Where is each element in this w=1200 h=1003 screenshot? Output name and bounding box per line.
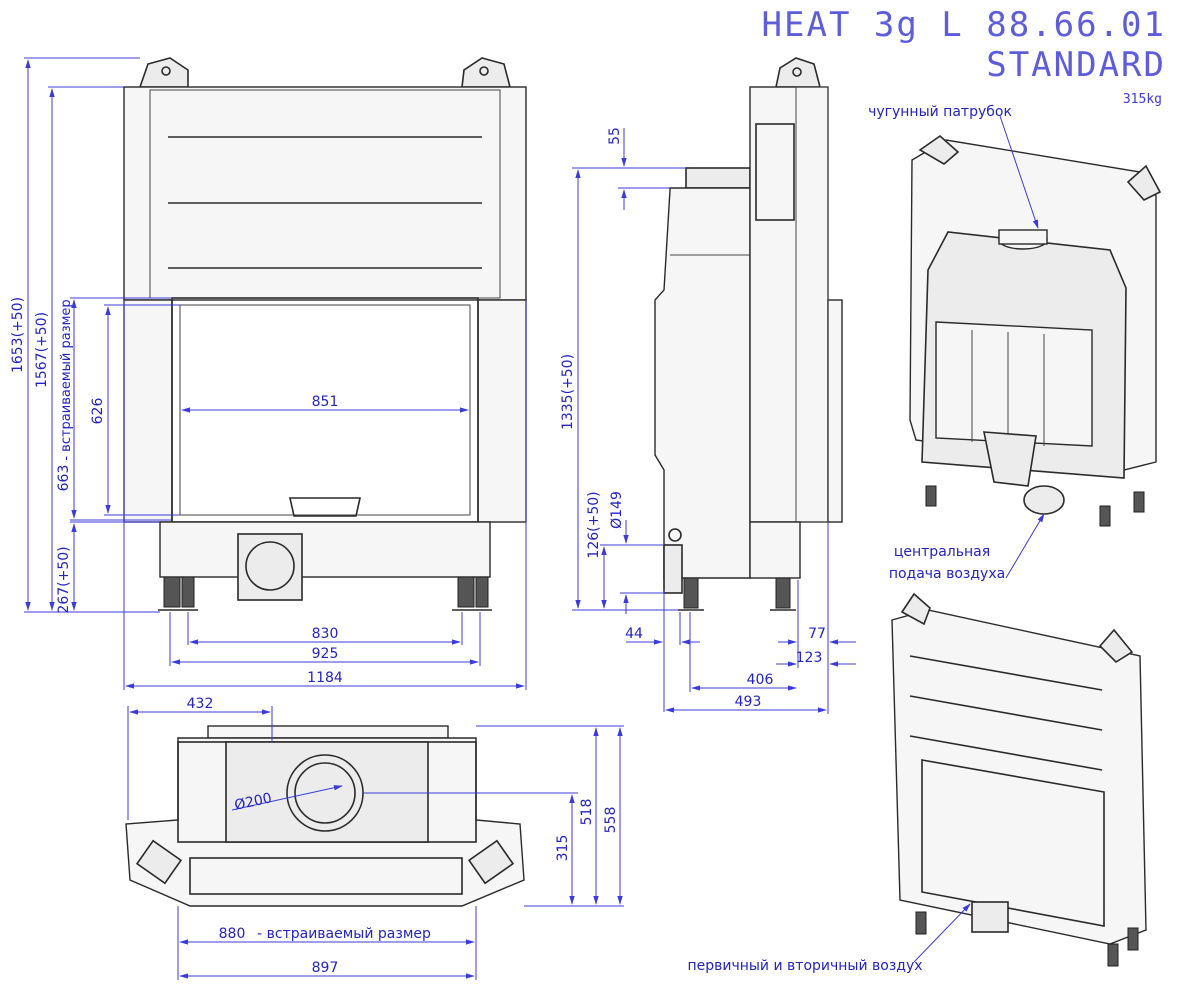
dim-side-height: 1335(+50): [560, 354, 576, 430]
dim-width-897: 897: [312, 960, 339, 976]
title-block: HEAT 3g L 88.66.01 STANDARD 315kg: [762, 5, 1166, 107]
dim-top-offset-432: 432: [187, 696, 214, 712]
dim-outlet-diameter: Ø200: [233, 790, 273, 813]
leg-right-1: [457, 576, 475, 608]
side-view: 55 1335(+50) 126(+50) Ø149 44 77: [560, 57, 856, 714]
side-leg-rear: [775, 577, 791, 609]
dim-front-offset: 44: [625, 626, 643, 642]
dim-overall-width: 1184: [307, 670, 343, 686]
dim-build-height: 1567(+50): [34, 312, 50, 388]
dim-depth-b: 493: [735, 694, 762, 710]
front-glass: [179, 304, 471, 516]
model-title: HEAT 3g L 88.66.01: [762, 5, 1166, 45]
side-body: [654, 187, 751, 579]
front-base: [159, 521, 491, 578]
side-leg-front: [683, 577, 699, 609]
side-lifting-lug: [775, 57, 822, 88]
side-flue-collar: [685, 167, 751, 189]
air-intake: [237, 533, 303, 601]
lifting-lug-left: [138, 57, 189, 88]
dim-air-diameter: Ø149: [609, 491, 625, 529]
label-primary-air: первичный и вторичный воздух: [687, 958, 922, 974]
front-view: 1653(+50) 1567(+50) - встраиваемый разме…: [10, 57, 527, 690]
front-hood: [123, 86, 527, 301]
dim-depth-a: 406: [747, 672, 774, 688]
variant-title: STANDARD: [986, 45, 1166, 85]
top-view: 432 Ø200 315 518 558 880 - встраиваемый …: [125, 696, 624, 980]
dim-legs-outer: 925: [312, 646, 339, 662]
dim-build-width: 880: [219, 926, 246, 942]
dim-rear-b: 123: [796, 650, 823, 666]
side-rear-column: [749, 86, 829, 523]
label-central-air-1: центральная: [894, 544, 990, 560]
dim-build-width-note: - встраиваемый размер: [257, 926, 431, 942]
iso-view-assembled: первичный и вторичный воздух: [687, 592, 1147, 974]
lifting-lug-right: [461, 57, 512, 88]
dim-top-offset: 55: [607, 127, 623, 145]
weight-label: 315kg: [1123, 92, 1162, 107]
dim-legs-inner: 830: [312, 626, 339, 642]
door-handle: [289, 497, 361, 517]
front-dims: 1653(+50) 1567(+50) - встраиваемый разме…: [10, 57, 527, 690]
dim-air-height: 126(+50): [586, 491, 602, 558]
dim-overall-height: 1653(+50): [10, 297, 26, 373]
dim-foot-height: 267(+50): [56, 546, 72, 613]
side-air-duct: [663, 544, 683, 594]
dim-depth-518: 518: [579, 799, 595, 826]
dim-door-height: 663: [56, 465, 72, 492]
side-dims: 55 1335(+50) 126(+50) Ø149 44 77: [560, 127, 856, 714]
dim-depth-315: 315: [555, 835, 571, 862]
dim-build-height-note: - встраиваемый размер: [59, 299, 74, 460]
front-side-right: [477, 299, 527, 523]
leg-left-1: [163, 576, 181, 608]
top-dims: 432 Ø200 315 518 558 880 - встраиваемый …: [127, 696, 624, 980]
dim-rear-a: 77: [808, 626, 826, 642]
iso-baffle: [935, 321, 1093, 447]
dim-glass-width: 851: [312, 394, 339, 410]
iso-central-air: [1023, 485, 1065, 515]
iso-view-insert: чугунный патрубок центральная подача воз…: [868, 104, 1162, 582]
dim-depth-558: 558: [603, 807, 619, 834]
label-central-air-2: подача воздуха: [889, 566, 1005, 582]
front-side-left: [123, 299, 173, 523]
label-outlet: чугунный патрубок: [868, 104, 1012, 120]
iso2-glass: [921, 759, 1105, 927]
dim-glass-height: 626: [90, 398, 106, 425]
